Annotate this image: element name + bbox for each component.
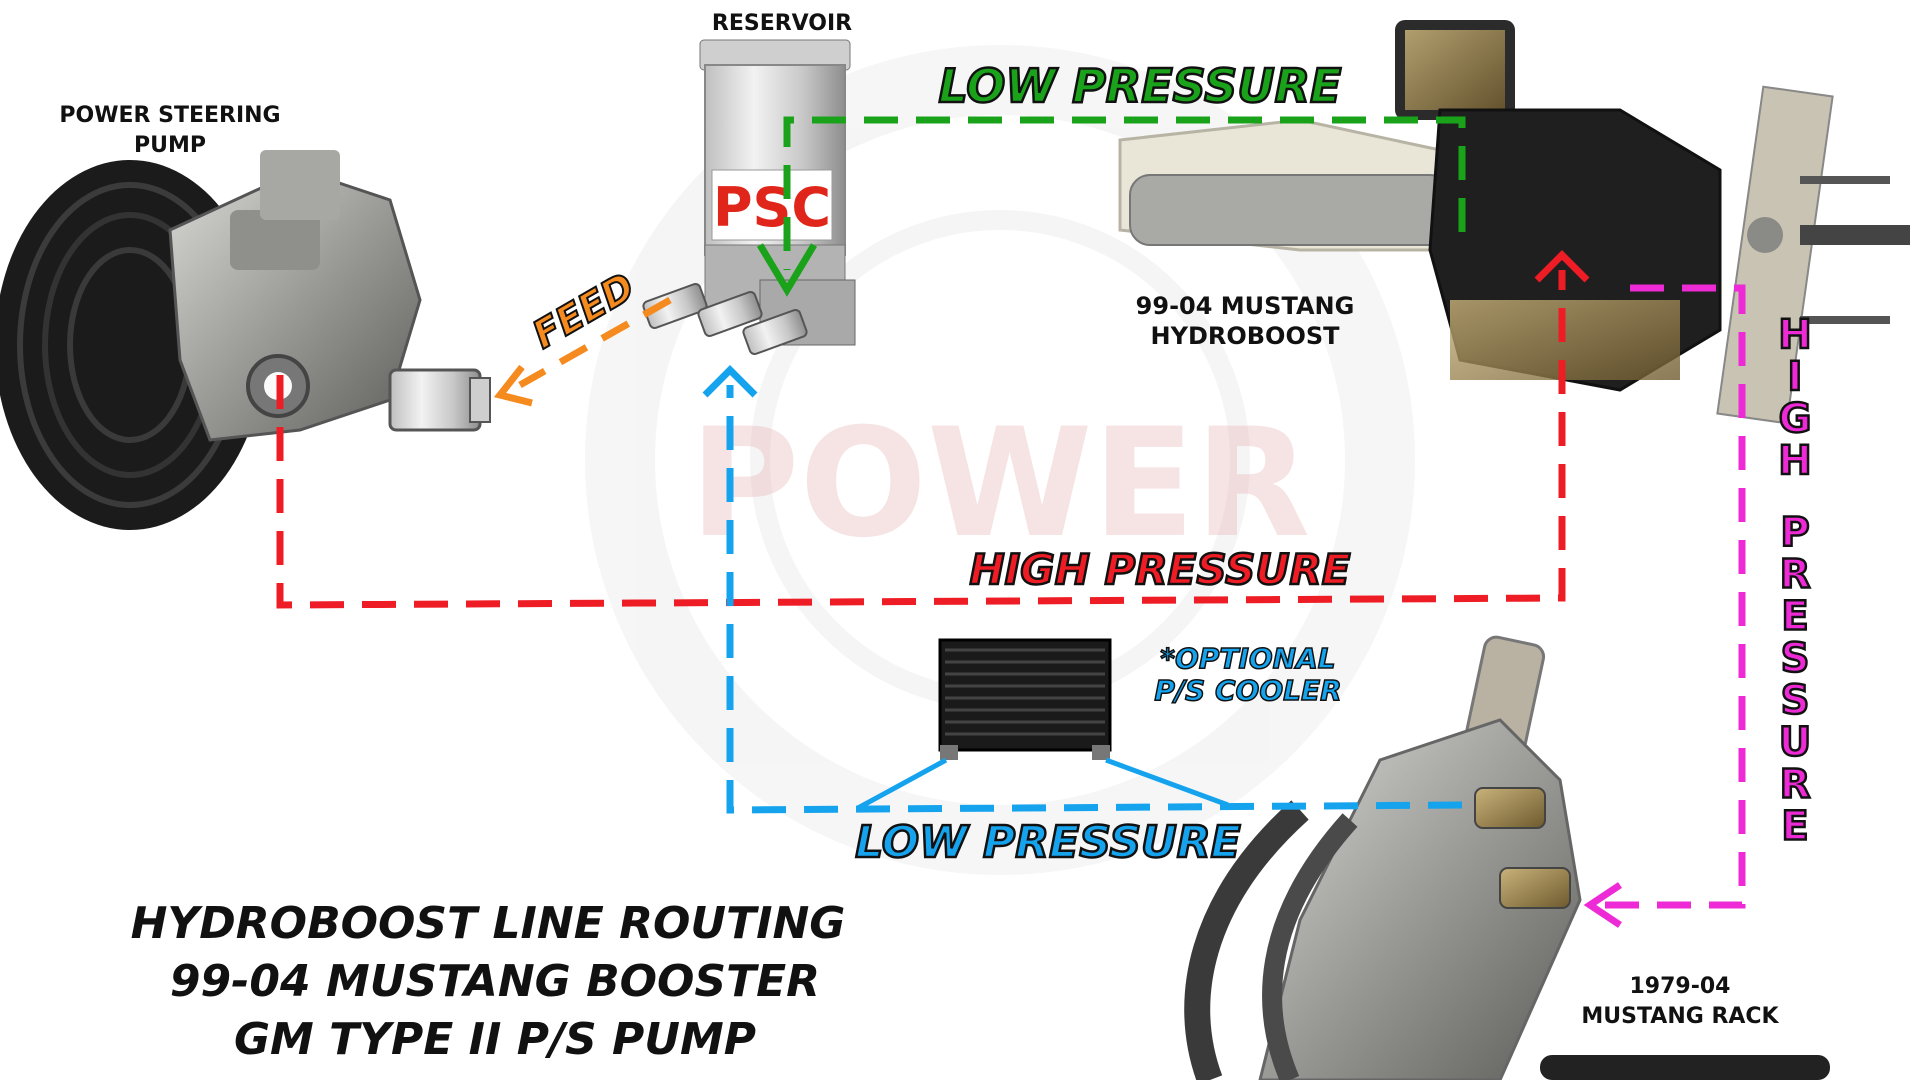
watermark-text: POWER bbox=[690, 397, 1311, 571]
high-pressure-vertical-letter: U bbox=[1779, 719, 1811, 765]
low-pressure-top-label: LOW PRESSURE bbox=[939, 59, 1342, 113]
high-pressure-vertical-letter: G bbox=[1779, 396, 1812, 442]
cooler-label-line-2: P/S COOLER bbox=[1154, 674, 1341, 707]
rack-label-line-2: MUSTANG RACK bbox=[1581, 1004, 1779, 1029]
high-pressure-vertical-letter: I bbox=[1788, 354, 1803, 400]
low-pressure-return-line bbox=[783, 116, 1466, 270]
high-pressure-vertical-letter: P bbox=[1780, 509, 1809, 555]
steering-rack bbox=[1184, 635, 1830, 1080]
feed-arrow bbox=[493, 364, 533, 407]
low-pressure-rack-line bbox=[726, 385, 1463, 814]
high-pressure-pump-arrow bbox=[1534, 250, 1590, 283]
high-pressure-vertical-letter: S bbox=[1781, 635, 1810, 681]
high-pressure-vertical-letter: R bbox=[1780, 761, 1811, 807]
high-pressure-vertical-letter: S bbox=[1781, 677, 1810, 723]
hydroboost-label-line-1: 99-04 MUSTANG bbox=[1136, 292, 1355, 320]
high-pressure-vertical-letter: E bbox=[1781, 803, 1808, 849]
pump-label-line-1: POWER STEERING bbox=[59, 103, 280, 128]
low-pressure-bottom-label: LOW PRESSURE bbox=[855, 817, 1240, 868]
high-pressure-vertical-letter: H bbox=[1778, 438, 1811, 484]
high-pressure-middle-label: HIGH PRESSURE bbox=[970, 545, 1351, 594]
reservoir-label: RESERVOIR bbox=[712, 11, 852, 36]
power-steering-pump bbox=[0, 150, 491, 530]
reservoir bbox=[642, 39, 856, 356]
hydroboost-label-line-2: HYDROBOOST bbox=[1150, 322, 1340, 350]
high-pressure-rack-line bbox=[1600, 284, 1746, 909]
hydroboost bbox=[1118, 20, 1910, 425]
pump-label-line-2: PUMP bbox=[134, 133, 206, 158]
reservoir-badge: PSC bbox=[713, 176, 831, 239]
low-pressure-return-arrow bbox=[756, 243, 818, 297]
cooler-label-line-1: *OPTIONAL bbox=[1160, 642, 1335, 675]
title-line-1: HYDROBOOST LINE ROUTING bbox=[131, 898, 846, 949]
high-pressure-vertical-letter: R bbox=[1780, 551, 1811, 597]
title-line-2: 99-04 MUSTANG BOOSTER bbox=[170, 956, 820, 1007]
high-pressure-vertical-letter: E bbox=[1781, 593, 1808, 639]
feed-line bbox=[518, 296, 672, 389]
rack-label-line-1: 1979-04 bbox=[1630, 974, 1731, 999]
ps-cooler bbox=[938, 638, 1112, 760]
title-line-3: GM TYPE II P/S PUMP bbox=[234, 1014, 756, 1065]
cooler-connection-lines bbox=[856, 757, 1229, 811]
high-pressure-vertical-letter: H bbox=[1778, 312, 1811, 358]
low-pressure-rack-arrow bbox=[702, 365, 758, 398]
high-pressure-pump-line bbox=[276, 270, 1566, 609]
high-pressure-rack-arrow bbox=[1583, 882, 1622, 928]
